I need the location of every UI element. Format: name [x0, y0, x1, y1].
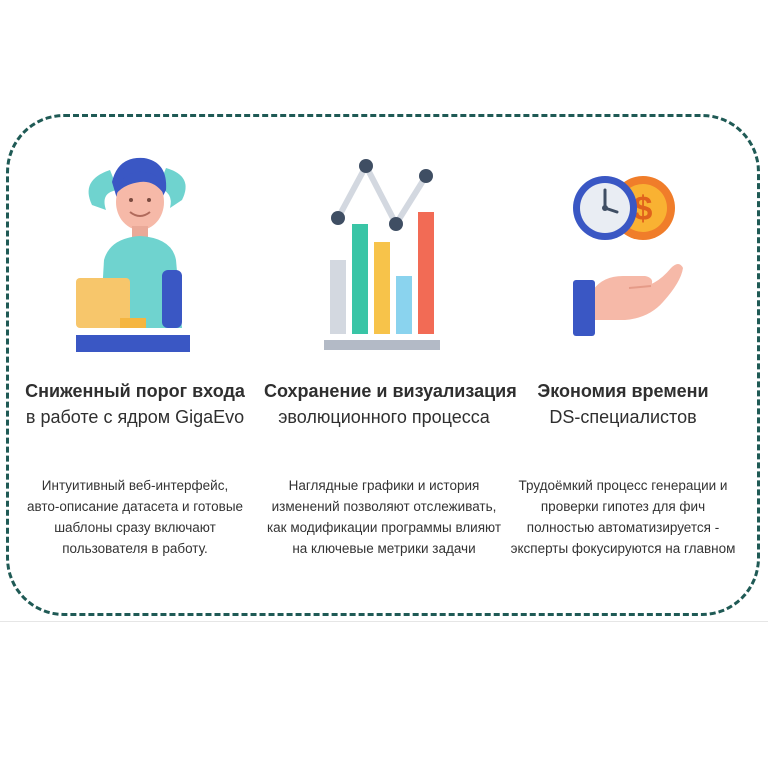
desc-line: изменений позволяют отслеживать,	[271, 499, 497, 514]
desc-line: Наглядные графики и история	[288, 478, 480, 493]
desc-line: эксперты фокусируются на главном	[510, 541, 736, 556]
desc-line: на ключевые метрики задачи	[292, 541, 476, 556]
desc-line: шаблоны сразу включают	[54, 520, 216, 535]
dashed-frame	[6, 114, 760, 616]
desc-line: полностью автоматизируется -	[526, 520, 720, 535]
card-description: Трудоёмкий процесс генерации и проверки …	[503, 475, 743, 559]
card-title-regular: DS-специалистов	[549, 407, 697, 427]
card-description: Наглядные графики и история изменений по…	[264, 475, 504, 559]
desc-line: как модификации программы влияют	[266, 520, 502, 535]
feature-card-visualization: Сохранение и визуализация эволюционного …	[264, 150, 517, 559]
svg-text:$: $	[634, 190, 653, 228]
card-title-bold: Экономия времени	[537, 381, 709, 401]
desc-line: Интуитивный веб-интерфейс,	[41, 478, 229, 493]
card-description: Интуитивный веб-интерфейс, авто-описание…	[15, 475, 255, 559]
desc-line: проверки гипотез для фич	[540, 499, 706, 514]
card-title-bold: Сохранение и визуализация	[264, 381, 517, 401]
person-relaxing-laptop-icon	[15, 150, 255, 370]
desc-line: авто-описание датасета и готовые	[26, 499, 244, 514]
desc-line: пользователя в работу.	[62, 541, 208, 556]
card-title-regular: эволюционного процесса	[278, 407, 490, 427]
feature-card-low-entry: Сниженный порог входа в работе с ядром G…	[15, 150, 255, 559]
desc-line: Трудоёмкий процесс генерации и	[518, 478, 728, 493]
feature-card-time-saving: $ Экономия времени DS-специалистов Трудо…	[503, 150, 743, 559]
divider	[0, 621, 768, 622]
card-title-regular: в работе с ядром GigaEvo	[25, 407, 245, 427]
bar-chart-trend-icon	[264, 150, 504, 370]
time-is-money-hand-icon: $	[503, 150, 743, 370]
card-title-bold: Сниженный порог входа	[25, 381, 245, 401]
